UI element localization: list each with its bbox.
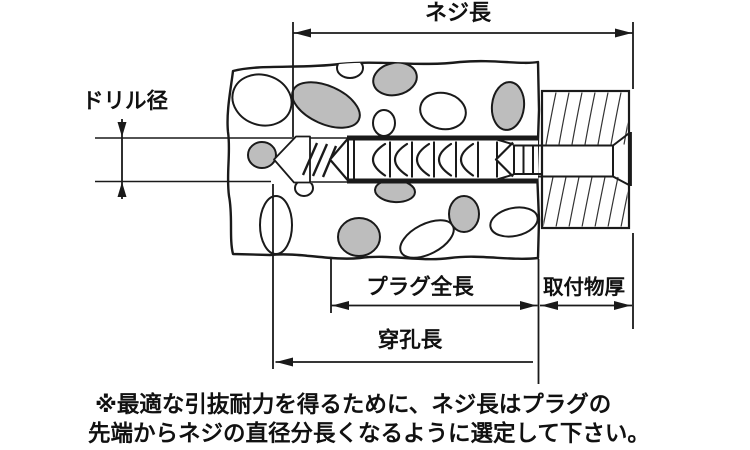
arrowhead-left — [541, 301, 558, 310]
aggregate-blob — [490, 81, 526, 131]
arrowhead-down — [117, 122, 127, 137]
dimension-drill-diameter: ドリル径 — [82, 88, 169, 199]
drill-diameter-label: ドリル径 — [82, 88, 169, 113]
screw-tip-threads — [301, 142, 338, 178]
arrowhead-left — [332, 301, 349, 310]
arrowhead-left — [294, 28, 311, 38]
plug-chevron-ribs — [371, 142, 475, 177]
screw-length-label: ネジ長 — [425, 0, 492, 25]
dimension-mount-thickness: 取付物厚 — [540, 233, 634, 329]
dimension-bore-length: 穿孔長 — [272, 184, 533, 369]
aggregate-blob — [489, 206, 539, 238]
hole-wall-thick-edges — [347, 135, 538, 184]
screw-head — [612, 131, 632, 187]
plug-rear-cone — [494, 141, 514, 178]
aggregate-blob — [247, 141, 277, 169]
dimension-plug-total-length: プラグ全長 — [330, 258, 540, 384]
aggregate-blob — [448, 195, 480, 233]
arrowhead-right — [614, 301, 631, 310]
aggregate-blob — [372, 109, 396, 137]
screw-thread-section — [513, 144, 541, 175]
mounting-board — [540, 89, 631, 230]
plug-front-cone — [328, 137, 349, 182]
aggregate-blob — [336, 61, 364, 79]
footnote: ※最適な引抜耐力を得るために、ネジ長はプラグの 先端からネジの直径分長くなるよう… — [88, 391, 650, 446]
mount-thickness-label: 取付物厚 — [543, 275, 625, 299]
aggregate-blob — [372, 61, 418, 97]
aggregate-blobs — [231, 61, 539, 259]
arrowhead-left — [276, 357, 293, 367]
footnote-line-1: ※最適な引抜耐力を得るために、ネジ長はプラグの — [95, 391, 611, 417]
arrowhead-up — [117, 182, 127, 197]
dimension-screw-length: ネジ長 — [292, 0, 634, 137]
board-outline — [540, 89, 631, 230]
bore-length-label: 穿孔長 — [378, 327, 443, 352]
screw-shank — [538, 144, 613, 178]
footnote-line-2: 先端からネジの直径分長くなるように選定して下さい。 — [88, 420, 650, 446]
anchor-plug — [328, 137, 514, 182]
wood-grain — [543, 92, 628, 227]
arrowhead-right — [615, 28, 632, 38]
aggregate-blob — [337, 217, 381, 257]
aggregate-blob — [259, 195, 293, 255]
arrowhead-right — [520, 301, 537, 310]
plug-total-length-label: プラグ全長 — [366, 274, 474, 299]
aggregate-blob — [419, 91, 467, 131]
plug-rib-separators — [389, 141, 498, 178]
aggregate-blob — [231, 73, 293, 127]
screw-tip — [273, 135, 338, 184]
